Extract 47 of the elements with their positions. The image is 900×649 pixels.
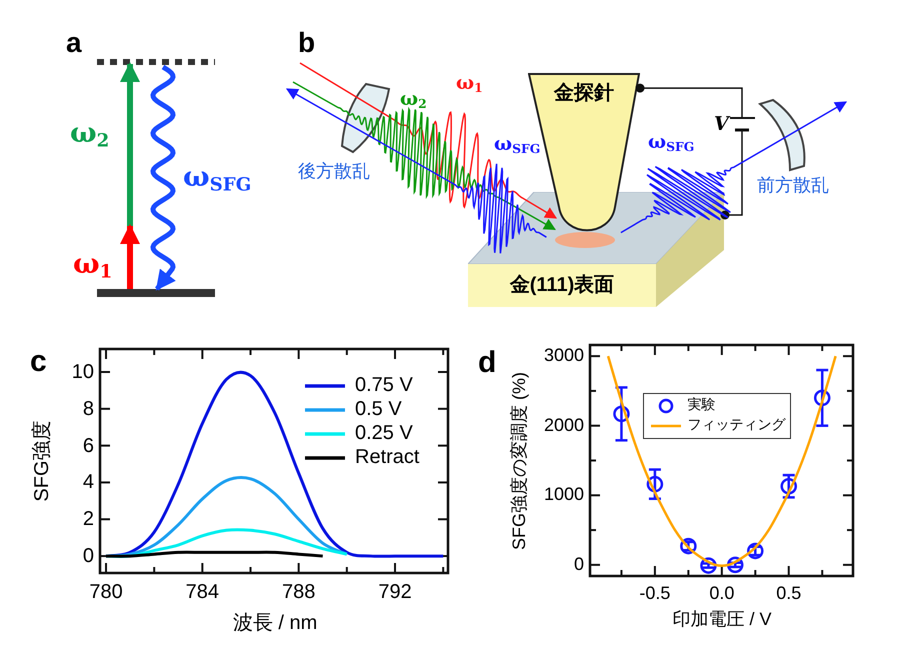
tick-label: 0.5: [776, 584, 802, 604]
tick-label: 0: [82, 545, 94, 568]
tick-label: 2: [82, 508, 94, 530]
frequency-label: ω$_{2}$: [70, 116, 110, 152]
legend-label: 0.5 V: [355, 398, 402, 420]
panel-letter: d: [478, 346, 496, 379]
frequency-label: ω$_{SFG}$: [648, 131, 694, 154]
legend-label: 0.75 V: [355, 374, 413, 396]
legend-label: フィッティング: [688, 417, 786, 432]
beam-arrow: [620, 101, 848, 234]
frequency-label: ω$_{SFG}$: [494, 133, 540, 156]
panel-letter: a: [66, 28, 82, 59]
beam-arrow: [286, 88, 547, 254]
tick-label: 6: [82, 434, 94, 457]
tick-label: 0: [574, 554, 584, 575]
tick-label: 4: [82, 471, 94, 494]
panel-letter: b: [298, 28, 316, 59]
frequency-label: ω$_{2}$: [400, 88, 427, 112]
scatter-label: 前方散乱: [757, 176, 829, 196]
legend-label: Retract: [355, 446, 420, 468]
beam-arrow: [292, 81, 556, 230]
tick-label: 8: [82, 398, 94, 420]
tick-label: 3000: [544, 346, 584, 366]
node-label: 金探針: [552, 82, 615, 104]
tick-label: 1000: [544, 485, 584, 506]
node-label: 金(111)表面: [508, 274, 616, 296]
axis-title: SFG強度: [31, 420, 53, 502]
tick-label: -0.5: [639, 584, 670, 604]
frequency-label: ω$_{1}$: [456, 72, 483, 96]
scatter-label: 後方散乱: [298, 162, 370, 182]
axis-title: SFG強度の変調度 (%): [510, 372, 530, 550]
legend-label: 0.25 V: [355, 422, 413, 444]
tick-label: 780: [89, 581, 123, 603]
tick-label: 792: [378, 581, 412, 603]
tick-label: 2000: [544, 416, 584, 436]
legend-label: 実験: [688, 397, 716, 412]
frequency-label: ω$_{1}$: [73, 247, 112, 283]
beam-arrow: [636, 84, 743, 220]
beam-arrow: [300, 62, 558, 219]
tick-label: 0.0: [709, 584, 734, 604]
tick-label: 788: [282, 581, 316, 603]
tick-label: 784: [186, 581, 220, 603]
panel-letter: c: [30, 345, 47, 378]
axis-title: 波長 / nm: [232, 612, 318, 634]
tick-label: 10: [72, 361, 94, 383]
frequency-label: ω$_{SFG}$: [183, 160, 252, 196]
axis-title: 印加電圧 / V: [672, 610, 772, 630]
